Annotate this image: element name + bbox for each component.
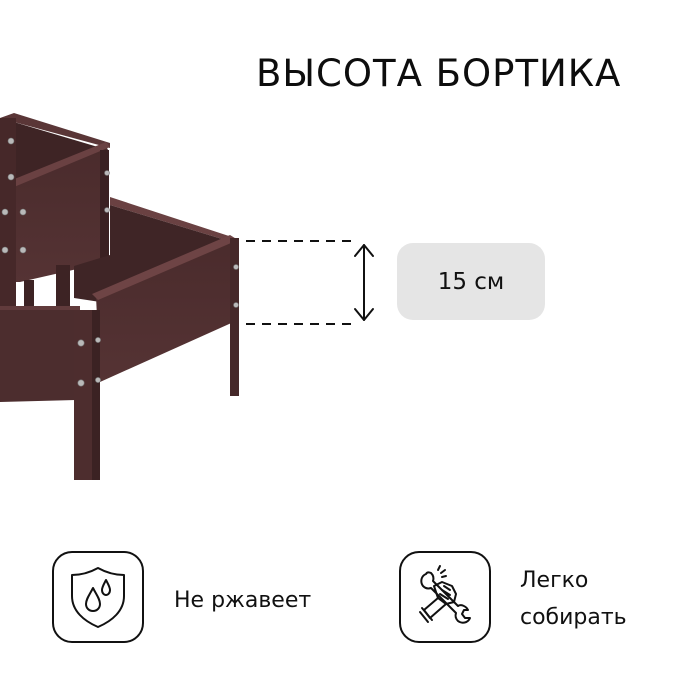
garden-bed-image bbox=[0, 113, 239, 480]
height-dimension-marker bbox=[246, 240, 374, 325]
height-value: 15 см bbox=[437, 268, 505, 295]
feature-easy-assembly-label: Легко собирать bbox=[520, 562, 627, 636]
feature-easy-assembly-label-line1: Легко bbox=[520, 568, 589, 593]
double-arrow-icon bbox=[354, 244, 374, 321]
feature-easy-assembly-icon-box bbox=[399, 551, 491, 643]
height-value-badge: 15 см bbox=[397, 243, 545, 320]
feature-rustproof-label: Не ржавеет bbox=[174, 588, 312, 613]
shield-water-drops-icon bbox=[71, 567, 125, 628]
hand-wrench-icon bbox=[419, 565, 471, 624]
feature-easy-assembly-label-line2: собирать bbox=[520, 605, 627, 630]
page-title: ВЫСОТА БОРТИКА bbox=[256, 52, 622, 95]
feature-rustproof-icon-box bbox=[52, 551, 144, 643]
